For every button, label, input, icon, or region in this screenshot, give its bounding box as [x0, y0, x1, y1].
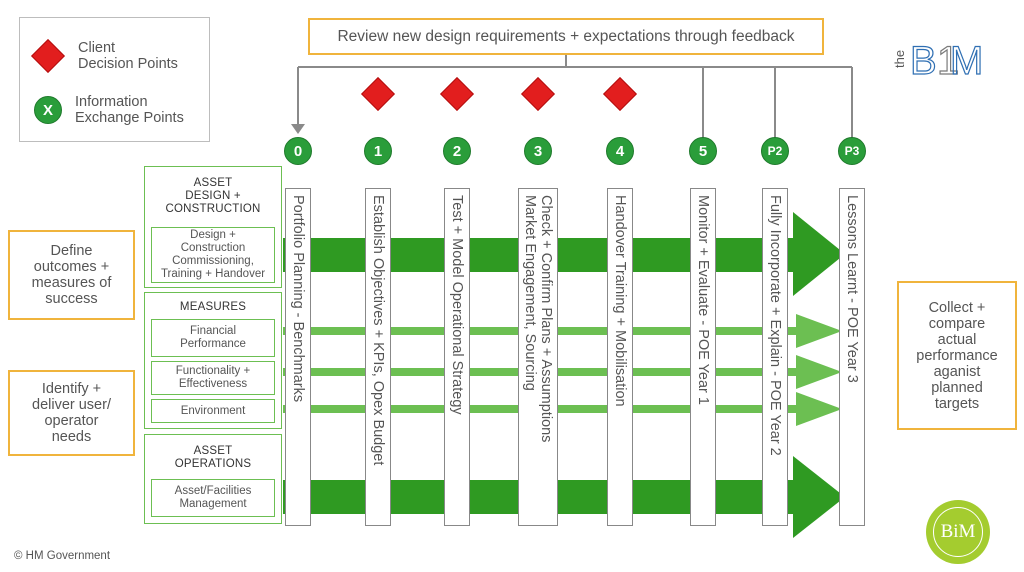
stage-5-column: Monitor + Evaluate - POE Year 1 [690, 188, 716, 526]
stage-1-number-circle: 1 [364, 137, 392, 165]
feedback-loop-lines [297, 55, 853, 138]
functionality-flow-arrowhead-icon [796, 355, 842, 389]
stage-2-number-circle: 2 [443, 137, 471, 165]
feedback-arrowhead-icon [291, 124, 305, 134]
stage-6-column: Fully Incorporate + Explain - POE Year 2 [762, 188, 788, 526]
legend-client-row: Client Decision Points [31, 39, 208, 73]
collect-compare-note: Collect + compare actual performance aga… [897, 281, 1017, 430]
ops-group-title: ASSET OPERATIONS [174, 445, 252, 470]
stage-0-label: Portfolio Planning - Benchmarks [290, 195, 306, 403]
asset-operations-group: ASSET OPERATIONS Asset/Facilities Manage… [144, 434, 282, 524]
adc-item: Design + Construction Commissioning, Tra… [151, 227, 275, 283]
review-banner: Review new design requirements + expecta… [308, 18, 824, 55]
stage-0-column: Portfolio Planning - Benchmarks [285, 188, 311, 526]
operations-flow-arrowhead-icon [793, 456, 845, 538]
legend-box: Client Decision Points X Information Exc… [19, 17, 210, 142]
bim-badge-text: BiM [933, 507, 983, 557]
define-outcomes-note: Define outcomes + measures of success [8, 230, 135, 320]
stage-3-column: Check + Confirm Plans + Assumptions Mark… [518, 188, 558, 526]
stage-7-column: Lessons Learnt - POE Year 3 [839, 188, 865, 526]
stage-6-label: Fully Incorporate + Explain - POE Year 2 [767, 195, 783, 456]
stage-5-label: Monitor + Evaluate - POE Year 1 [695, 195, 711, 405]
stage-7-number-circle: P3 [838, 137, 866, 165]
identify-needs-note: Identify + deliver user/ operator needs [8, 370, 135, 456]
info-exchange-circle-icon: X [34, 96, 62, 124]
design-flow-arrowhead-icon [793, 212, 845, 296]
stage-7-label: Lessons Learnt - POE Year 3 [844, 195, 860, 383]
measures-item-environment: Environment [151, 399, 275, 423]
stage-6-number-circle: P2 [761, 137, 789, 165]
measures-item-financial: Financial Performance [151, 319, 275, 357]
legend-info-row: X Information Exchange Points [34, 94, 205, 126]
stage-1-label: Establish Objectives + KPIs, Opex Budget [370, 195, 386, 466]
svg-text:1: 1 [937, 39, 959, 80]
measures-group-title: MEASURES [179, 301, 247, 313]
stage-3-number-circle: 3 [524, 137, 552, 165]
copyright-text: © HM Government [14, 550, 111, 562]
legend-info-label: Information Exchange Points [75, 94, 184, 126]
stage-3-label: Check + Confirm Plans + Assumptions Mark… [522, 195, 554, 443]
environment-flow-arrowhead-icon [796, 392, 842, 426]
ops-item: Asset/Facilities Management [151, 479, 275, 517]
stage-5-number-circle: 5 [689, 137, 717, 165]
stage-4-label: Handover Training + Mobilisation [612, 195, 628, 407]
svg-text:the: the [892, 50, 907, 68]
svg-text:M: M [950, 39, 983, 80]
adc-group-title: ASSET DESIGN + CONSTRUCTION [165, 177, 261, 215]
stage-0-number-circle: 0 [284, 137, 312, 165]
measures-group: MEASURES Financial Performance Functiona… [144, 292, 282, 429]
stage-1-column: Establish Objectives + KPIs, Opex Budget [365, 188, 391, 526]
financial-flow-arrowhead-icon [796, 314, 842, 348]
asset-design-construction-group: ASSET DESIGN + CONSTRUCTION Design + Con… [144, 166, 282, 288]
stage-2-column: Test + Model Operational Strategy [444, 188, 470, 526]
legend-client-label: Client Decision Points [78, 40, 178, 72]
svg-text:B: B [910, 39, 937, 80]
measures-item-functionality: Functionality + Effectiveness [151, 361, 275, 395]
stage-4-column: Handover Training + Mobilisation [607, 188, 633, 526]
stage-4-number-circle: 4 [606, 137, 634, 165]
bim-badge-icon: BiM [926, 500, 990, 564]
thebim-logo-icon: the B 1 M [892, 38, 984, 80]
stage-2-label: Test + Model Operational Strategy [449, 195, 465, 415]
